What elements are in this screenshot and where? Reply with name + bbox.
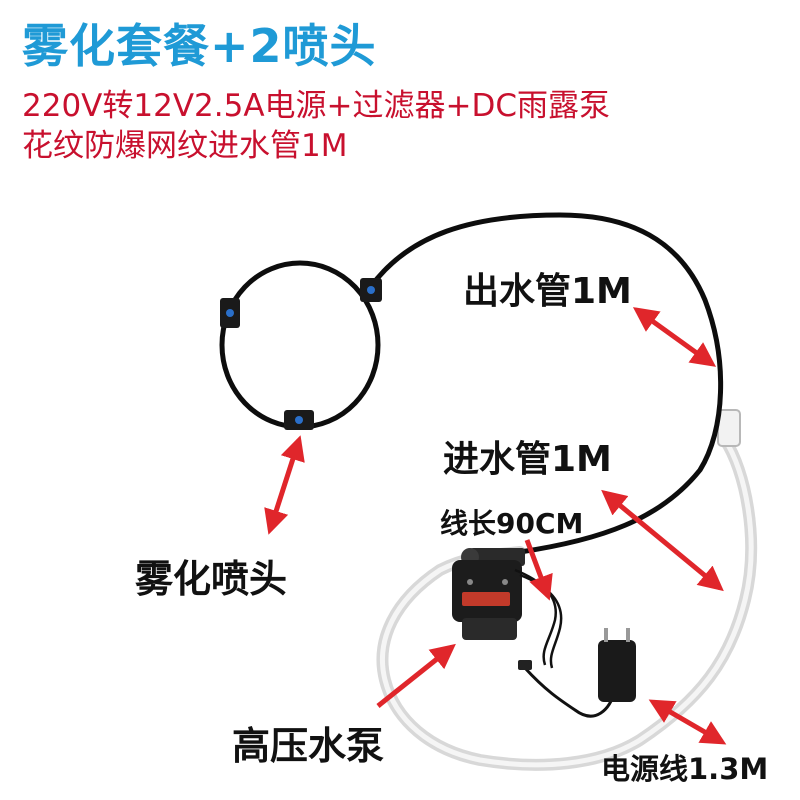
arrow-power-cord bbox=[648, 699, 727, 745]
label-wire-length: 线长90CM bbox=[440, 507, 584, 540]
nozzle-bottom bbox=[284, 410, 314, 430]
pump-body bbox=[452, 548, 525, 640]
power-cord bbox=[523, 666, 617, 718]
nozzle-ring bbox=[219, 260, 381, 430]
arrow-wire-length bbox=[524, 539, 553, 601]
arrow-mist-nozzle bbox=[264, 435, 305, 535]
arrow-outlet-tube bbox=[632, 307, 717, 367]
page-title: 雾化套餐+2喷头 bbox=[22, 19, 377, 73]
label-mist-nozzle: 雾化喷头 bbox=[135, 557, 288, 601]
label-inlet-tube: 进水管1M bbox=[443, 439, 612, 480]
subtitle-line-1: 220V转12V2.5A电源+过滤器+DC雨露泵 bbox=[22, 88, 610, 124]
label-pump: 高压水泵 bbox=[232, 724, 385, 768]
label-outlet-tube: 出水管1M bbox=[463, 271, 632, 312]
label-power-cord: 电源线1.3M bbox=[601, 752, 769, 786]
tee-fitting-right bbox=[360, 278, 382, 302]
power-adapter bbox=[598, 628, 636, 702]
dc-plug bbox=[518, 660, 532, 670]
arrow-inlet-tube bbox=[601, 489, 724, 592]
nozzle-left bbox=[220, 298, 240, 328]
arrow-pump bbox=[376, 643, 456, 708]
inlet-hose bbox=[376, 434, 758, 771]
subtitle-line-2: 花纹防爆网纹进水管1M bbox=[22, 128, 348, 164]
filter bbox=[717, 409, 741, 447]
